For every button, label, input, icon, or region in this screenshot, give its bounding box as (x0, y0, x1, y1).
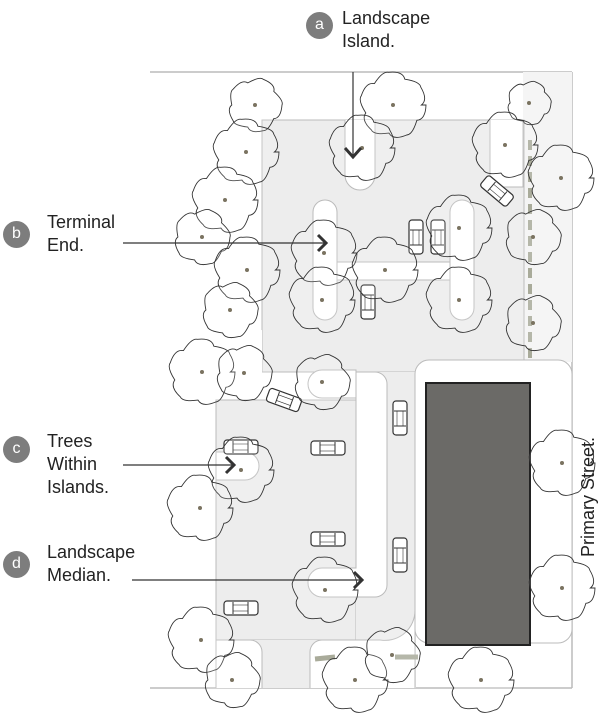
arrowhead-a-icon (343, 147, 363, 160)
tree-icon (359, 71, 427, 138)
tree-icon (471, 111, 539, 178)
arrowhead-c-icon (224, 455, 237, 475)
center-island (336, 261, 451, 281)
callout-badge-c: c (3, 436, 30, 463)
landscape-median-d (307, 371, 388, 598)
tree-icon (425, 194, 493, 261)
tree-icon (447, 646, 515, 713)
terminal-island-left (312, 199, 338, 321)
arrowhead-d-icon (352, 570, 365, 590)
tree-icon (191, 166, 259, 233)
tree-icon (291, 556, 359, 623)
car-icon (480, 175, 514, 207)
tree-icon (228, 77, 283, 133)
tree-icon (290, 219, 358, 286)
tree-icon (202, 281, 259, 339)
island-lower-north (307, 369, 357, 399)
tree-icon (321, 646, 389, 713)
car-icon (392, 400, 408, 436)
tree-icon (328, 114, 396, 181)
callout-label-d: Landscape Median. (47, 542, 136, 585)
callout-label-c: Trees Within Islands. (47, 431, 110, 497)
site-ground (150, 71, 573, 689)
car-icon (223, 600, 259, 616)
tree-icon (425, 266, 493, 333)
car-icon (310, 440, 346, 456)
hedge-south-1 (314, 654, 336, 662)
island-south-west (215, 639, 263, 688)
primary-street-label: Primary Street. (578, 436, 598, 557)
arrowhead-b-icon (316, 233, 329, 253)
tree-icon (507, 80, 552, 126)
car-icon (310, 531, 346, 547)
tree-icon (216, 344, 273, 402)
tree-icon (505, 208, 562, 266)
car-icon (265, 387, 303, 413)
tree-icon (528, 429, 596, 496)
tree-icon (505, 294, 562, 352)
car-icon (360, 284, 376, 320)
tree-icon (351, 236, 419, 303)
tree-icon (167, 606, 235, 673)
north-parking-lot (261, 119, 525, 373)
tree-icon (294, 353, 351, 411)
car-icon (392, 537, 408, 573)
tree-icon (168, 338, 236, 405)
callout-label-b: Terminal End. (47, 212, 116, 255)
callout-badge-a: a (306, 12, 333, 39)
tree-icon (174, 208, 231, 266)
trees (166, 71, 596, 713)
building (425, 382, 531, 646)
callout-label-a: Landscape Island. (342, 8, 431, 51)
tree-icon (364, 626, 421, 684)
tree-icon (166, 474, 234, 541)
car-icon (408, 219, 424, 255)
leader-lines (123, 72, 365, 590)
callout-badge-d: d (3, 551, 30, 578)
right-planting-strip (523, 72, 572, 362)
tree-icon (204, 651, 261, 709)
tree-icon (213, 236, 281, 303)
tree-icon (527, 144, 595, 211)
tree-icon (288, 266, 356, 333)
tree-icon (528, 554, 596, 621)
callout-badge-b: b (3, 221, 30, 248)
